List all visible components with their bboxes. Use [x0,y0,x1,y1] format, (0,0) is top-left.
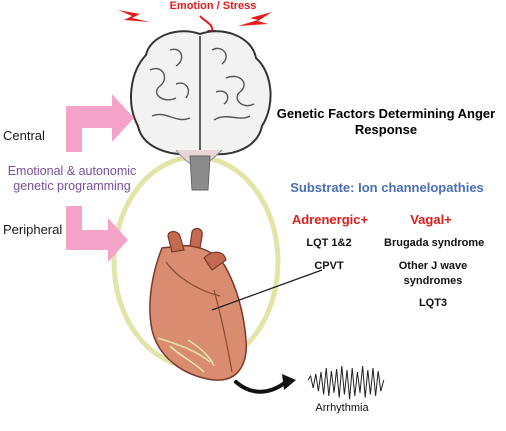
vagal-item: Brugada syndrome [384,237,485,249]
vagal-item: Other J wave syndromes [398,260,468,287]
central-arrow-icon [66,94,134,152]
emotion-stress-label: Emotion / Stress [169,0,257,12]
vagal-heading: Vagal+ [410,212,452,227]
lightning-left-icon [118,10,150,22]
arrhythmia-label: Arrhythmia [315,402,369,414]
diagram-title: Genetic Factors Determining Anger Respon… [276,106,496,137]
heart-icon [149,227,247,381]
arrhythmia-arrow-icon [234,374,296,394]
adrenergic-item: LQT 1&2 [306,237,352,249]
peripheral-label: Peripheral [3,222,63,237]
adrenergic-item: CPVT [314,260,344,272]
lightning-right-icon [238,12,272,26]
vagal-item: LQT3 [418,297,448,309]
peripheral-arrow-icon [66,206,128,262]
programming-label: Emotional & autonomic genetic programmin… [7,164,137,193]
brain-icon [130,30,272,191]
ecg-trace [307,365,385,400]
central-label: Central [3,128,45,143]
pointer-line [211,269,323,311]
adrenergic-heading: Adrenergic+ [291,212,369,227]
substrate-heading: Substrate: Ion channelopathies [290,180,484,195]
